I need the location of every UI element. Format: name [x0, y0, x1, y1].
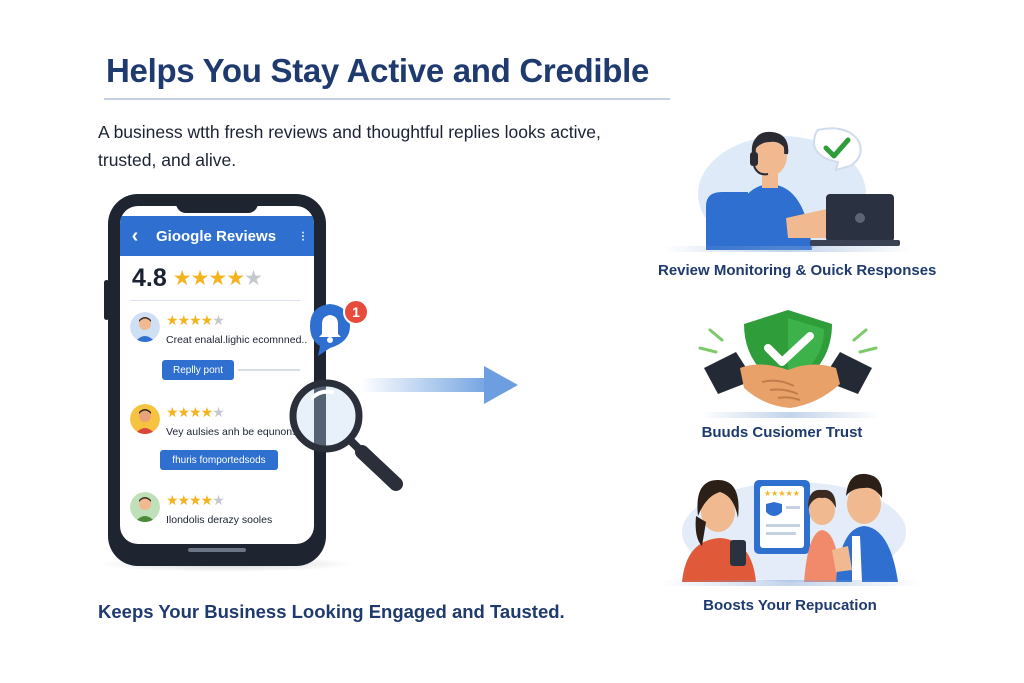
bell-icon: 1 [306, 298, 369, 360]
phone-side-button [104, 280, 109, 320]
ground-line [700, 412, 880, 418]
ground-line [662, 246, 912, 252]
svg-text:★★★★★: ★★★★★ [764, 489, 800, 498]
checkmark-icon [823, 137, 851, 159]
home-indicator [188, 548, 246, 552]
arrow-right-icon [360, 364, 520, 408]
title-divider [104, 98, 670, 100]
divider [130, 300, 300, 301]
review-text: Ilondolis derazy sooles [166, 514, 273, 526]
star-icon: ★★★★ [172, 267, 245, 290]
ground-line [660, 580, 920, 586]
rating-value: 4.8 [132, 264, 167, 292]
more-icon[interactable]: ⁝ [300, 227, 306, 244]
star-icon: ★ [244, 267, 263, 290]
feature-caption: Review Monitoring & Ouick Responses [658, 262, 937, 279]
reply-line [238, 369, 300, 371]
review-stars: ★★★★★ [166, 312, 225, 328]
avatar [130, 492, 160, 522]
phone-screen: ‹ Gioogle Reviews ⁝ 4.8 ★★★★★ ★★★★★ Crea… [120, 206, 314, 544]
avatar [130, 312, 160, 342]
support-agent-illustration [690, 126, 910, 252]
feature-caption: Buuds Cusiomer Trust [701, 424, 863, 441]
reply-button[interactable]: fhuris fomportedsods [160, 450, 278, 470]
page-title: Helps You Stay Active and Credible [106, 52, 650, 89]
avatar [130, 404, 160, 434]
happy-customers-illustration: ★★★★★ [676, 466, 912, 582]
phone-notch [176, 199, 258, 213]
review-stars: ★★★★★ [166, 492, 225, 508]
review-text: Vey aulsies anh be equnons [166, 426, 298, 438]
back-arrow-icon[interactable]: ‹ [131, 224, 139, 247]
app-bar: ‹ Gioogle Reviews ⁝ [120, 216, 314, 256]
notification-count: 1 [352, 304, 360, 320]
magnifier-icon [286, 376, 410, 496]
handshake-illustration [690, 308, 886, 416]
rating-stars: ★★★★★ [172, 266, 263, 291]
review-stars: ★★★★★ [166, 404, 225, 420]
footer-tagline: Keeps Your Business Looking Engaged and … [98, 601, 565, 622]
feature-caption: Boosts Your Repucation [703, 597, 877, 614]
reply-button[interactable]: Replly pont [162, 360, 234, 380]
rating-summary: 4.8 ★★★★★ [132, 264, 263, 293]
page-subtitle: A business wtth fresh reviews and though… [98, 122, 601, 170]
review-text: Creat enalal.lighic ecomnned.. [166, 334, 308, 346]
app-title: Gioogle Reviews [156, 227, 277, 245]
